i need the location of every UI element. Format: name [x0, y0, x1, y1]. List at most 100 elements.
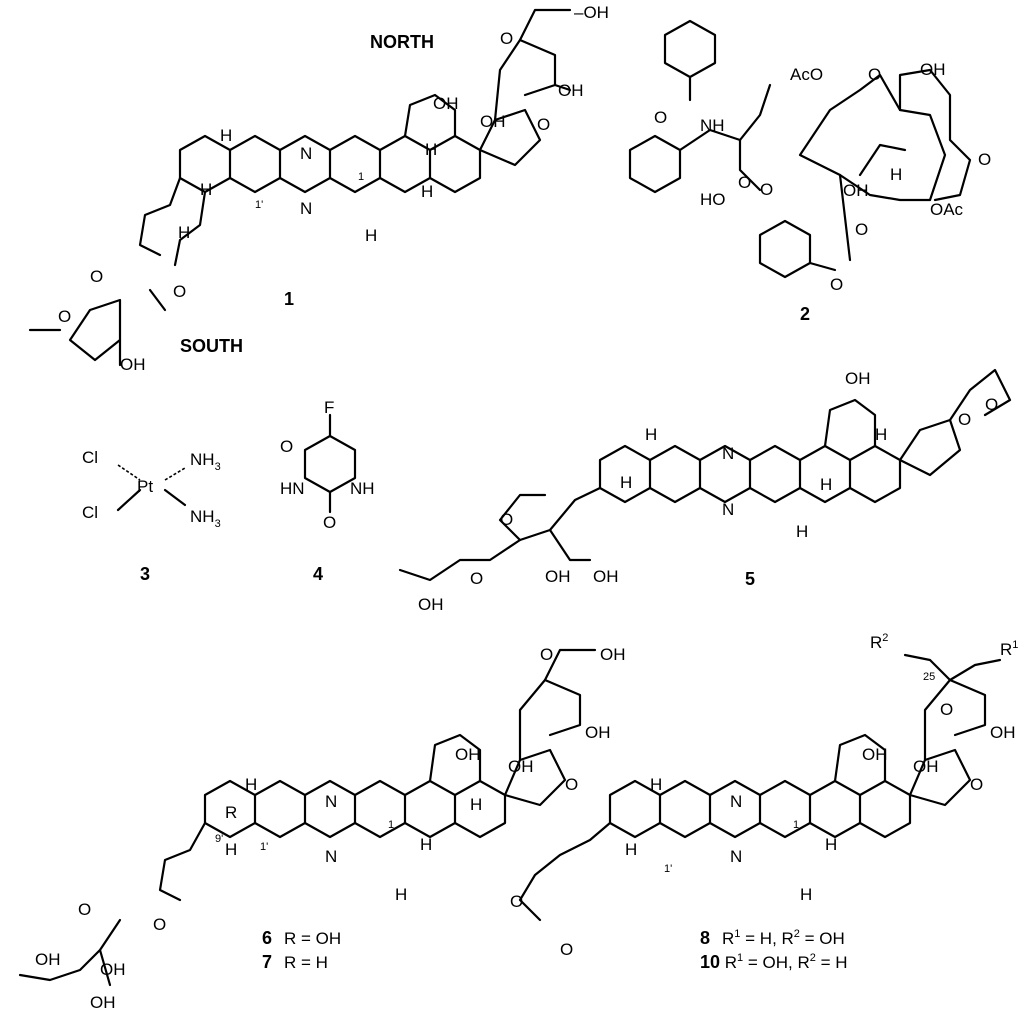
platinum-label: Pt [137, 477, 153, 496]
carbonyl-oxygen: O [830, 275, 843, 294]
n-atom: N [730, 792, 742, 811]
hydroxyl-label: OH [100, 960, 126, 979]
acetoxy-label: AcO [790, 65, 823, 84]
hydroxyl-label: OH [990, 723, 1016, 742]
hydroxyl-label: OH [843, 181, 869, 200]
compound-8-10-structure [518, 653, 1002, 922]
oxetane-oxygen: O [978, 150, 991, 169]
compound-8-r-a: R [722, 929, 734, 948]
label-pos-1prime: 1' [664, 863, 672, 875]
ammine-label: NH3 [190, 507, 221, 530]
compound-8-number: 8 [700, 928, 710, 948]
hydroxyl-label: OH [920, 60, 946, 79]
compound-6-7-structure [18, 648, 597, 987]
h-label: H [365, 226, 377, 245]
north-label: NORTH [370, 32, 434, 52]
h-label: H [650, 775, 662, 794]
ketone-oxygen: O [868, 65, 881, 84]
h-label: H [425, 140, 437, 159]
compound-8-r-d: 2 [794, 928, 800, 940]
oxygen-label: O [58, 307, 71, 326]
n-atom-2: N [300, 199, 312, 218]
compound-3-number: 3 [140, 564, 150, 584]
h-label: H [800, 885, 812, 904]
ester-oxygen: O [855, 220, 868, 239]
compound-10-r-d: 2 [810, 952, 816, 964]
hydroxyl-label: –OH [574, 3, 609, 22]
hydroxyl-label: OH [120, 355, 146, 374]
label-pos-1prime: 1' [260, 841, 268, 853]
oxygen-label: O [537, 115, 550, 134]
oxygen-label: O [90, 267, 103, 286]
n-atom: N [325, 792, 337, 811]
compound-10-r-c: = OH, R [743, 953, 810, 972]
r1-label: R1 [1000, 639, 1018, 659]
compound-10-number: 10 [700, 952, 720, 972]
ketone-oxygen: O [173, 282, 186, 301]
hydroxyl-label: OH [593, 567, 619, 586]
compound-2-structure [628, 19, 972, 279]
ester-oxygen: O [760, 180, 773, 199]
oxygen-label: O [940, 700, 953, 719]
hydroxyl-label: OH [600, 645, 626, 664]
chloride-label: Cl [82, 448, 98, 467]
carbonyl-oxygen: O [738, 173, 751, 192]
label-pos-1prime: 1' [255, 199, 263, 211]
h-label: H [625, 840, 637, 859]
compound-10-label: 10 R1 = OH, R2 = H [700, 952, 848, 972]
label-pos-1: 1 [793, 819, 799, 831]
chloride-label: Cl [82, 503, 98, 522]
h-label: H [421, 182, 433, 201]
h-label: H [395, 885, 407, 904]
label-pos-1: 1 [358, 171, 364, 183]
compound-1-number: 1 [284, 289, 294, 309]
h-label: H [178, 223, 190, 242]
acetoxy-label: OAc [930, 200, 964, 219]
hydroxyl-label: OH [455, 745, 481, 764]
oxygen-label: O [78, 900, 91, 919]
nh-label: NH [700, 116, 725, 135]
ketone-oxygen: O [153, 915, 166, 934]
compound-5-number: 5 [745, 569, 755, 589]
south-label: SOUTH [180, 336, 243, 356]
carbonyl-oxygen: O [654, 108, 667, 127]
h-label: H [620, 473, 632, 492]
oxygen-label: O [985, 395, 998, 414]
oxygen-label: O [970, 775, 983, 794]
h-label: H [420, 835, 432, 854]
oxygen-label: O [500, 510, 513, 529]
r-substituent-label: R [225, 803, 237, 822]
h-label: H [875, 425, 887, 444]
n-atom: N [722, 444, 734, 463]
compound-7-number: 7 [262, 952, 272, 972]
h-label: H [200, 180, 212, 199]
h-label: H [245, 775, 257, 794]
oxygen-label: O [540, 645, 553, 664]
hydroxyl-label: OH [558, 81, 584, 100]
compound-7-r-label: R = H [284, 953, 328, 972]
h-label: H [645, 425, 657, 444]
compound-6-r-label: R = OH [284, 929, 341, 948]
h-label: H [825, 835, 837, 854]
oxygen-label: O [500, 29, 513, 48]
hydroxyl-label: OH [862, 745, 888, 764]
compound-6-number: 6 [262, 928, 272, 948]
hydroxyl-label: OH [90, 993, 116, 1012]
hydroxyl-label: OH [480, 112, 506, 131]
h-label: H [470, 795, 482, 814]
hydroxyl-label: OH [545, 567, 571, 586]
n-atom-1: N [300, 144, 312, 163]
label-pos-25: 25 [923, 671, 935, 683]
oxygen-label: O [470, 569, 483, 588]
h-label: H [890, 165, 902, 184]
h-label: H [820, 475, 832, 494]
carbonyl-oxygen: O [323, 513, 336, 532]
n-atom: N [325, 847, 337, 866]
hydroxyl-label: OH [508, 757, 534, 776]
h-label: H [796, 522, 808, 541]
h-label: H [225, 840, 237, 859]
oxygen-label: O [560, 940, 573, 959]
hydroxyl-label: OH [433, 94, 459, 113]
compound-5-structure [398, 368, 1012, 582]
ammine-label: NH3 [190, 450, 221, 473]
